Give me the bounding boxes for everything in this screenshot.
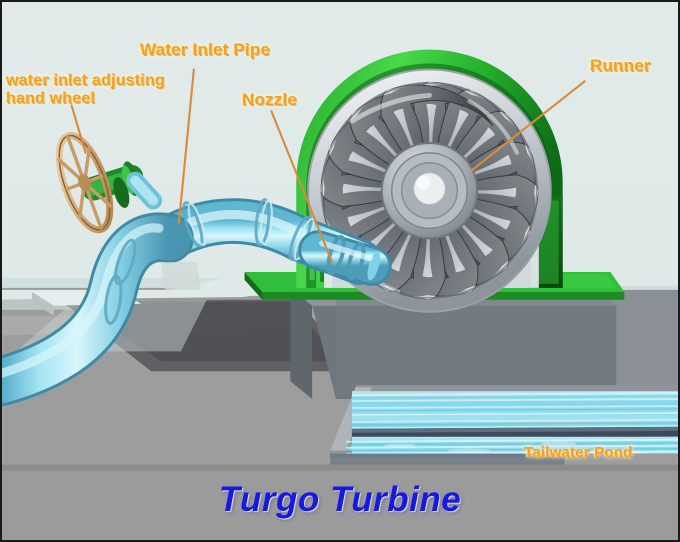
leader-runner — [470, 80, 586, 172]
water-inlet-pipe-art — [2, 198, 392, 406]
leader-nozzle — [270, 110, 334, 264]
label-water-inlet-adjusting-hand-wheel: water inlet adjusting hand wheel — [6, 72, 165, 108]
label-water-inlet-pipe: Water Inlet Pipe — [140, 40, 271, 59]
hand-wheel-assembly — [55, 132, 163, 234]
nozzle-art — [298, 230, 392, 286]
label-runner: Runner — [590, 56, 651, 75]
leader-lines — [70, 68, 586, 264]
tailwater-pond-art — [330, 385, 678, 465]
label-tailwater-pond: Tailwater Pond — [524, 444, 633, 461]
diagram-title: Turgo Turbine — [218, 480, 462, 519]
label-nozzle: Nozzle — [242, 90, 298, 109]
leader-water-inlet-pipe — [177, 68, 195, 224]
leader-hand-wheel — [70, 104, 87, 154]
